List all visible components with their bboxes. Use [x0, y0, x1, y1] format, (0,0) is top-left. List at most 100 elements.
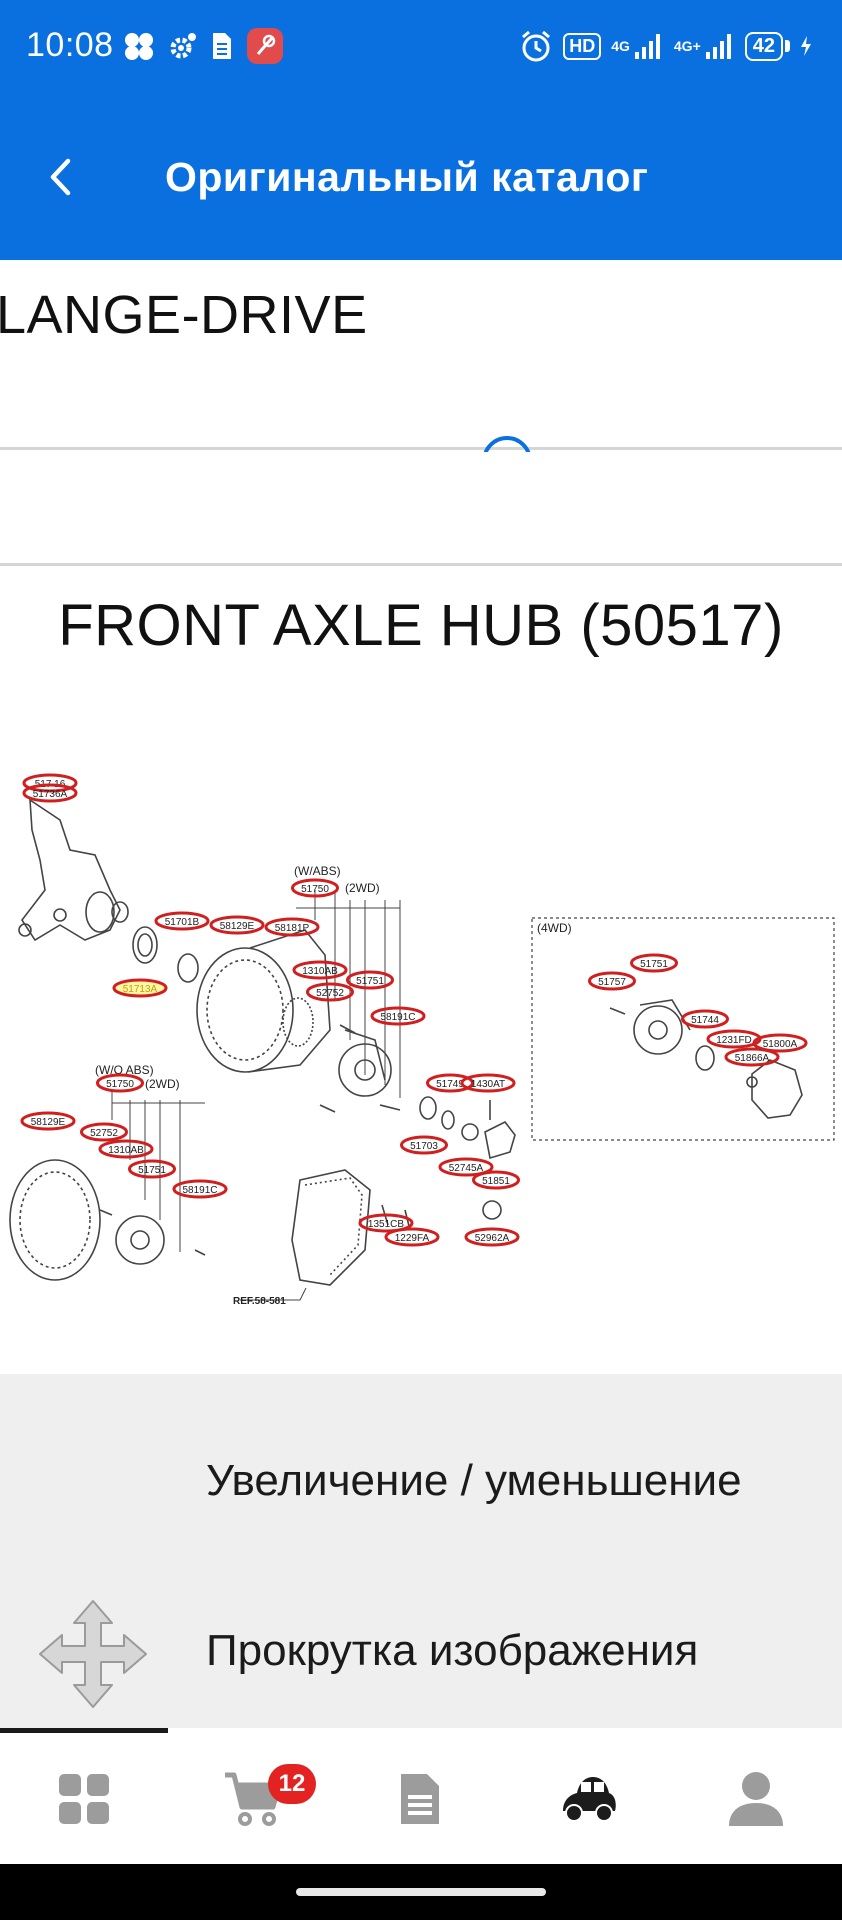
part-callout[interactable]: 51713A: [112, 978, 168, 998]
part-callout[interactable]: 51800A: [752, 1033, 808, 1053]
part-callout[interactable]: 51750: [291, 878, 339, 898]
part-callout[interactable]: 51751: [630, 953, 678, 973]
part-callout[interactable]: 51703: [400, 1135, 448, 1155]
part-callout[interactable]: 51736A: [22, 783, 78, 803]
callout-ring: [724, 1047, 780, 1067]
notification-icons: [122, 28, 284, 64]
part-callout[interactable]: 52962A: [464, 1227, 520, 1247]
callout-ring: [400, 1135, 448, 1155]
callout-label: 51736A: [33, 789, 68, 800]
callout-label: 1229FA: [395, 1233, 430, 1244]
callout-ring: [358, 1213, 414, 1233]
back-button[interactable]: [36, 152, 86, 202]
part-callout[interactable]: 51751: [128, 1159, 176, 1179]
callout-ring: [464, 1227, 520, 1247]
callout-label: 51713A: [123, 984, 158, 995]
callout-label: 51701B: [165, 917, 200, 928]
home-gesture-bar[interactable]: [296, 1888, 546, 1896]
part-callout[interactable]: 51751: [346, 970, 394, 990]
nav-catalog-tab[interactable]: [0, 1733, 168, 1864]
bottom-navigation: 12: [0, 1728, 842, 1864]
app-header: 10:08: [0, 0, 842, 260]
callout-label: 51744: [691, 1015, 719, 1026]
callout-ring: [588, 971, 636, 991]
callout-ring: [384, 1227, 440, 1247]
hd-voice-badge: HD: [563, 32, 602, 60]
callout-ring: [438, 1157, 494, 1177]
variant-label: (W/ABS): [294, 864, 341, 878]
status-bar: 10:08: [0, 0, 842, 90]
part-callout[interactable]: 51851: [472, 1170, 520, 1190]
user-profile-icon: [729, 1771, 783, 1826]
variant-label: (2WD): [345, 881, 380, 895]
variant-label: (2WD): [145, 1077, 180, 1091]
chevron-left-icon: [50, 158, 71, 196]
network-type-2: 4G+: [673, 38, 701, 54]
callout-ring: [681, 1009, 729, 1029]
page-title: Оригинальный каталог: [165, 154, 649, 200]
callout-label: 51751: [640, 959, 668, 970]
callout-ring: [291, 878, 339, 898]
callout-label: 52745A: [449, 1163, 484, 1174]
callout-ring: [346, 970, 394, 990]
part-callout[interactable]: 52745A: [438, 1157, 494, 1177]
callout-ring: [98, 1139, 154, 1159]
part-callout[interactable]: 58129E: [20, 1111, 76, 1131]
part-callout[interactable]: 52752: [80, 1122, 128, 1142]
pan-arrows-icon: [39, 1600, 147, 1708]
nav-garage-tab[interactable]: [504, 1733, 672, 1864]
cart-count-badge: 12: [268, 1764, 316, 1804]
network-type-1: 4G: [611, 38, 630, 54]
parts-diagram[interactable]: (W/ABS) (2WD) (W/O ABS) (2WD) (4WD) REF.…: [0, 740, 842, 1320]
divider: [0, 563, 842, 566]
callout-label: 51866A: [735, 1053, 770, 1064]
callout-label: 51750: [106, 1079, 134, 1090]
settings-gear-icon: [170, 33, 196, 59]
part-callout[interactable]: 51744: [681, 1009, 729, 1029]
part-callout[interactable]: 51701B: [154, 911, 210, 931]
callout-ring: [264, 917, 320, 937]
part-callout[interactable]: 1310AB: [292, 960, 348, 980]
callout-ring: [630, 953, 678, 973]
alarm-clock-icon: [522, 30, 551, 62]
part-callout[interactable]: 58181P: [264, 917, 320, 937]
part-callout[interactable]: 1231FD: [706, 1029, 762, 1049]
callout-ring: [426, 1073, 474, 1093]
part-callout[interactable]: 1351CB: [358, 1213, 414, 1233]
nav-cart-tab[interactable]: [168, 1733, 336, 1864]
callout-ring: [370, 1006, 426, 1026]
part-callout[interactable]: 51750: [96, 1073, 144, 1093]
callout-label: 51851: [482, 1176, 510, 1187]
parts-diagram-drawing: (W/ABS) (2WD) (W/O ABS) (2WD) (4WD) REF.…: [9, 773, 835, 1307]
part-callout[interactable]: 58191C: [370, 1006, 426, 1026]
part-callout[interactable]: 51749: [426, 1073, 474, 1093]
part-callout[interactable]: 58191C: [172, 1179, 228, 1199]
callout-label: 52752: [90, 1128, 118, 1139]
callout-ring: [112, 978, 168, 998]
callout-label: 51749: [436, 1079, 464, 1090]
cluster-app-icon: [125, 33, 153, 60]
nav-profile-tab[interactable]: [672, 1733, 840, 1864]
part-callout[interactable]: 51866A: [724, 1047, 780, 1067]
part-callout[interactable]: 51757: [588, 971, 636, 991]
callout-ring: [172, 1179, 228, 1199]
ref-label: REF.58-581: [233, 1296, 286, 1307]
callout-label: 1231FD: [716, 1035, 752, 1046]
part-callout[interactable]: 1430AT: [460, 1073, 516, 1093]
part-callout[interactable]: 1310AB: [98, 1139, 154, 1159]
battery-tip: [785, 40, 790, 52]
callout-label: 58191C: [182, 1185, 217, 1196]
callout-ring: [96, 1073, 144, 1093]
part-callout[interactable]: 58129E: [209, 915, 265, 935]
part-callout[interactable]: 52752: [306, 982, 354, 1002]
callout-label: 52752: [316, 988, 344, 999]
system-icons: HD 4G 4G+ 42: [519, 26, 812, 66]
system-gesture-area: [0, 1864, 842, 1920]
nav-documents-tab[interactable]: [336, 1733, 504, 1864]
callout-label: 58181P: [275, 923, 310, 934]
callout-ring: [128, 1159, 176, 1179]
zoom-hint: Увеличение / уменьшение: [206, 1456, 742, 1505]
callout-label: 51757: [598, 977, 626, 988]
part-callout[interactable]: 1229FA: [384, 1227, 440, 1247]
callout-ring: [752, 1033, 808, 1053]
